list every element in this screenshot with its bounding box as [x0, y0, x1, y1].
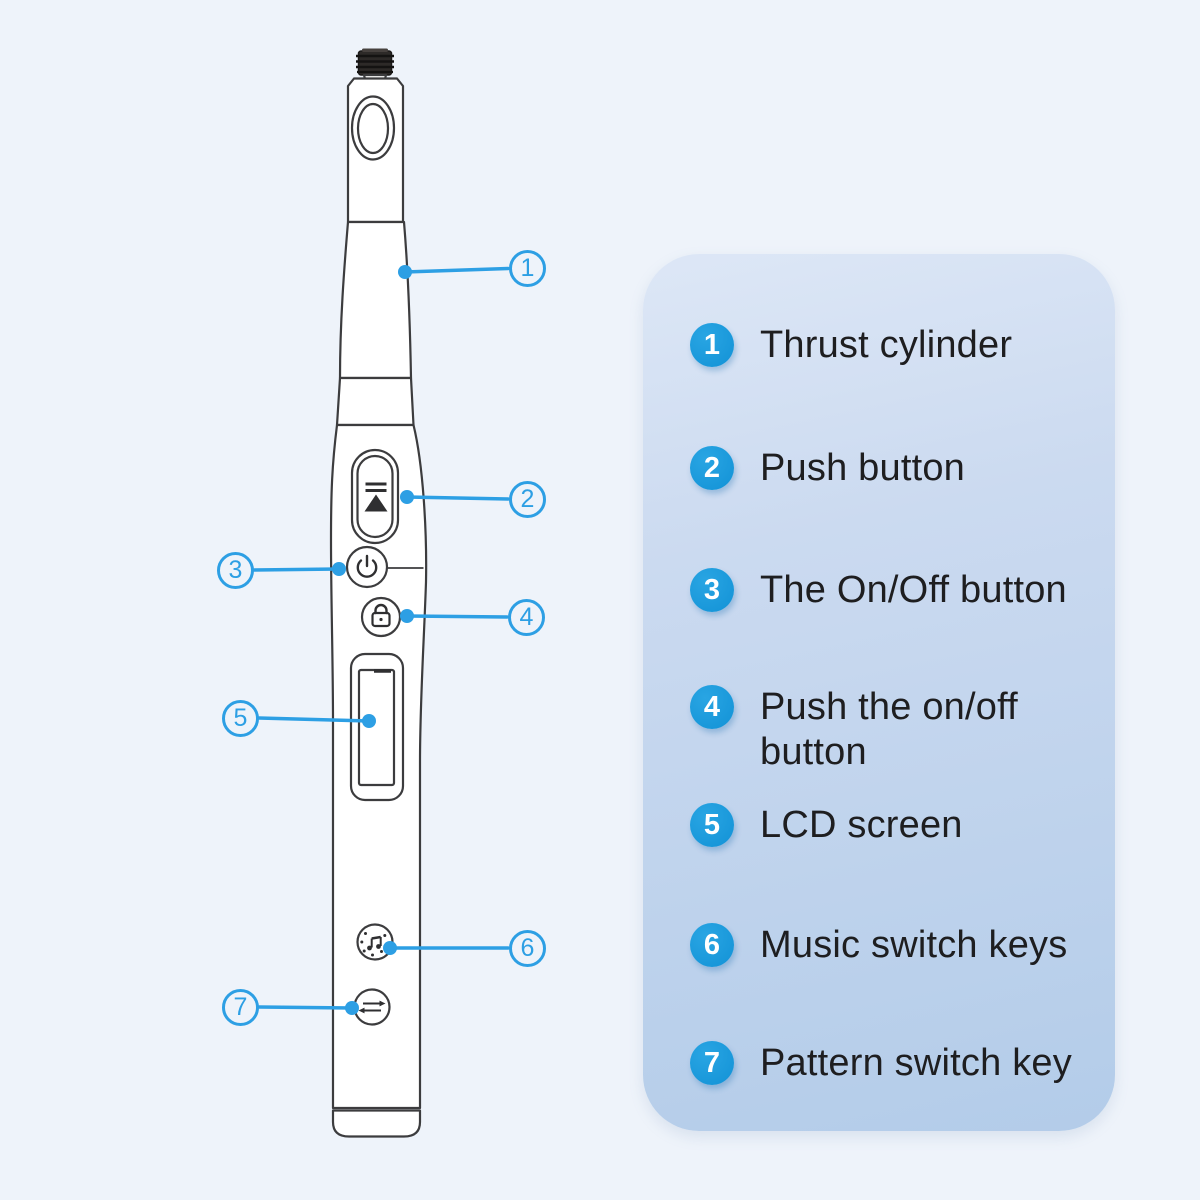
callout-marker-3: 3: [217, 552, 254, 589]
callout-marker-1: 1: [509, 250, 546, 287]
legend-number-badge: 5: [690, 803, 734, 847]
legend-item-label: Thrust cylinder: [760, 324, 1013, 366]
legend-item-music-switch-keys: 6 Music switch keys: [690, 923, 1067, 968]
callout-marker-2: 2: [509, 481, 546, 518]
callout-marker-5: 5: [222, 700, 259, 737]
legend-item-on-off-button: 3 The On/Off button: [690, 568, 1067, 613]
legend-item-push-on-off-button: 4 Push the on/off button: [690, 685, 1115, 775]
head-window-inner: [356, 102, 390, 155]
power-icon: [356, 554, 378, 578]
legend-number-badge: 3: [690, 568, 734, 612]
device-head: [346, 77, 405, 224]
legend-number-badge: 6: [690, 923, 734, 967]
power-button: [345, 545, 389, 589]
swap-arrows-icon: [358, 1000, 386, 1014]
legend-number-badge: 7: [690, 1041, 734, 1085]
legend-item-label: The On/Off button: [760, 569, 1067, 611]
legend-item-label: LCD screen: [760, 804, 963, 846]
pattern-button: [353, 988, 391, 1026]
legend-item-label: Push button: [760, 447, 966, 489]
push-button: [350, 448, 400, 545]
callout-marker-4: 4: [508, 599, 545, 636]
legend-item-label: Music switch keys: [760, 924, 1068, 966]
screw-tip-icon: [356, 48, 394, 81]
callout-marker-7: 7: [222, 989, 259, 1026]
callout-marker-6: 6: [509, 930, 546, 967]
lock-button: [360, 596, 402, 638]
music-note-icon: [360, 932, 387, 957]
legend-item-label: Push the on/off button: [760, 686, 1018, 773]
legend-number-badge: 2: [690, 446, 734, 490]
legend-item-lcd-screen: 5 LCD screen: [690, 803, 963, 848]
callout-lines: [252, 265, 510, 1015]
thrust-cylinder: [335, 220, 415, 427]
play-triangle-icon: [364, 482, 388, 512]
legend-number-badge: 4: [690, 685, 734, 729]
lcd-screen: [349, 652, 405, 802]
legend-number-badge: 1: [690, 323, 734, 367]
legend-panel: 1 Thrust cylinder 2 Push button 3 The On…: [643, 254, 1115, 1131]
legend-item-pattern-switch-key: 7 Pattern switch key: [690, 1041, 1072, 1086]
legend-item-label: Pattern switch key: [760, 1042, 1072, 1084]
legend-item-thrust-cylinder: 1 Thrust cylinder: [690, 323, 1012, 368]
lock-icon: [371, 603, 391, 628]
legend-item-push-button: 2 Push button: [690, 446, 965, 491]
